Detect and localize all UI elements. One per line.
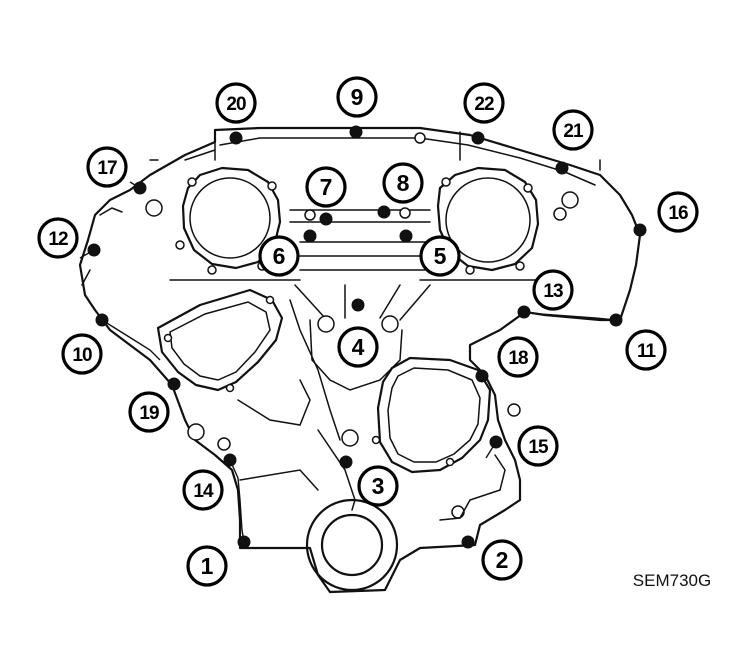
callout-13-label: 13 [543,281,563,302]
callout-12-label: 12 [48,229,68,250]
bolt-6 [303,229,317,243]
callout-13: 13 [532,269,574,311]
left-access-window [156,288,284,393]
callout-8: 8 [382,162,424,204]
callout-6: 6 [258,235,300,277]
callout-21-label: 21 [563,121,584,142]
bolt-8 [377,205,391,219]
callout-19: 19 [128,391,170,433]
callout-18-label: 18 [508,348,528,369]
callout-2: 2 [481,539,523,581]
bolt-4b [381,315,399,333]
callout-8-label: 8 [397,170,410,196]
bolt-4c [351,298,365,312]
callout-21: 21 [552,109,594,151]
callout-12: 12 [37,217,79,259]
callout-17: 17 [86,146,128,188]
callout-3: 3 [357,465,399,507]
bolt-16 [633,223,647,237]
callout-16-label: 16 [668,203,688,224]
callout-1: 1 [186,545,228,587]
callout-5: 5 [419,235,461,277]
bolt-markers [87,125,647,549]
callout-4-label: 4 [352,334,365,360]
bolt-19 [167,377,181,391]
bolt-8b [399,207,411,219]
bolt-7 [319,212,333,226]
callout-4: 4 [337,326,379,368]
callout-1-label: 1 [201,553,214,579]
bolt-22 [471,131,485,145]
bolt-4a [317,315,335,333]
bolt-5 [399,229,413,243]
callout-18: 18 [497,336,539,378]
callout-20-label: 20 [226,94,246,115]
top-flange-inner [184,129,461,161]
crank-bore [305,498,399,592]
callout-10-label: 10 [72,345,92,366]
bolt-18 [475,369,489,383]
callout-10: 10 [61,333,103,375]
bolt-7b [304,209,316,221]
callout-11-label: 11 [637,341,657,362]
callout-15-label: 15 [528,437,549,458]
callout-16: 16 [657,191,699,233]
callout-22-label: 22 [474,94,494,115]
callout-3-label: 3 [372,473,385,499]
bolt-3 [339,455,353,469]
callout-17-label: 17 [97,158,117,179]
callout-2-label: 2 [496,547,509,573]
callout-14: 14 [182,469,224,511]
figure-code: SEM730G [633,571,711,590]
callout-15: 15 [517,425,559,467]
callout-5-label: 5 [434,243,447,269]
right-access-window [371,356,492,474]
callout-7: 7 [305,166,347,208]
callout-22: 22 [463,82,505,124]
bolt-21 [555,161,569,175]
bolt-20 [229,131,243,145]
callout-11: 11 [625,329,667,371]
callout-7-label: 7 [320,174,333,200]
callout-9-label: 9 [351,84,364,110]
callout-6-label: 6 [273,243,286,269]
center-rib-section [169,209,541,391]
leader-lines [79,181,617,543]
bolt-9 [349,125,363,139]
side-features [81,132,601,521]
bolt-2 [461,535,475,549]
callout-20: 20 [215,82,257,124]
callout-14-label: 14 [193,481,214,502]
callout-9: 9 [336,76,378,118]
callout-19-label: 19 [139,403,159,424]
